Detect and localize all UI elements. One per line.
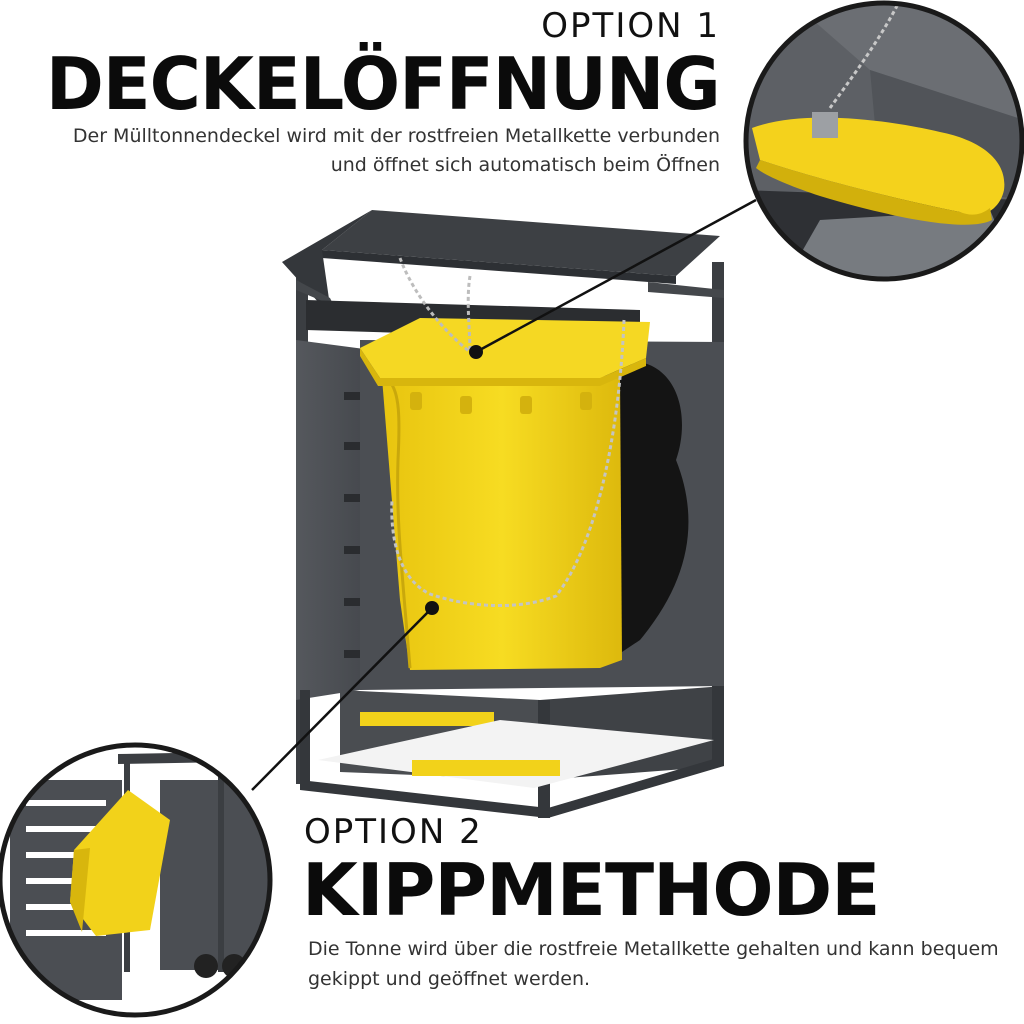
callout-lines (251, 198, 757, 791)
tilt-detail-icon (0, 742, 273, 1018)
option-1-title: DECKELÖFFNUNG (46, 42, 721, 126)
option-2-title: KIPPMETHODE (302, 848, 880, 932)
option-2-label: OPTION 2 (304, 812, 483, 852)
option-2-description: Die Tonne wird über die rostfreie Metall… (308, 938, 999, 990)
yellow-waste-bin (360, 257, 650, 670)
option-1-label: OPTION 1 (541, 6, 720, 46)
bin-enclosure (282, 210, 724, 818)
lid-chain-detail-icon (743, 0, 1024, 282)
option-1-description: Der Mülltonnendeckel wird mit der rostfr… (72, 125, 720, 176)
